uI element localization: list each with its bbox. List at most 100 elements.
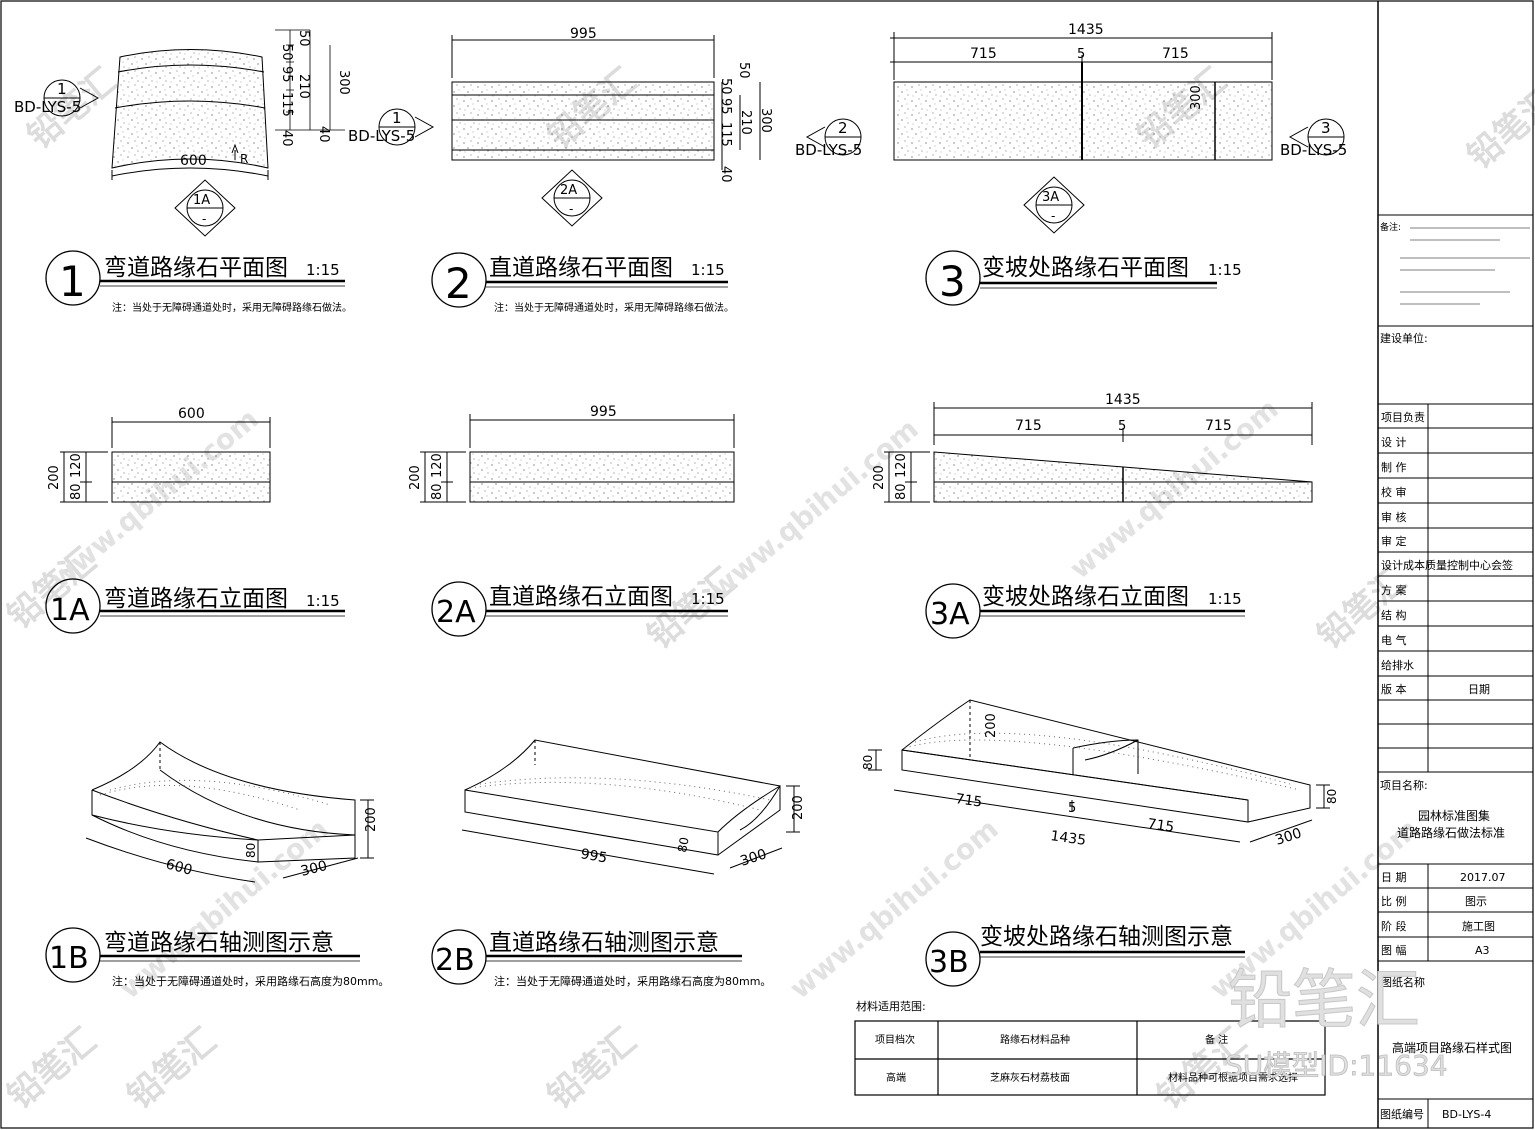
tb-project-name: 园林标准图集 [1418, 808, 1490, 823]
view-scale: 1:15 [691, 261, 725, 279]
curved-plan-drawing [111, 49, 269, 180]
tb-notes-label: 备注: [1380, 221, 1401, 233]
view-title-2 [431, 252, 728, 308]
tb-meta-key: 图 幅 [1381, 944, 1407, 957]
view-number: 2A [436, 595, 476, 630]
watermark-brand: 铅笔汇 [0, 1021, 104, 1117]
dim-210: 210 [296, 74, 311, 99]
dim-length: 995 [579, 846, 608, 866]
tb-client-label: 建设单位: [1380, 331, 1428, 345]
view-scale: 1:15 [306, 592, 340, 610]
dim-715: 715 [1162, 46, 1189, 62]
watermark-url: www.qbihui.com [783, 812, 1004, 1005]
dim-length: 600 [178, 406, 205, 422]
view-title-3 [925, 250, 1217, 306]
dim-120: 120 [69, 453, 84, 478]
watermark-brand: 铅笔汇 [540, 1021, 644, 1117]
tb-date-col: 日期 [1468, 683, 1490, 696]
dim-length: 995 [570, 26, 597, 42]
dim-80: 80 [861, 755, 875, 770]
view-title: 变坡处路缘石轴测图示意 [980, 924, 1233, 950]
view-scale: 1:15 [1208, 590, 1242, 608]
dim-115: 115 [279, 92, 294, 117]
tb-role: 校 审 [1381, 485, 1407, 499]
view-title: 直道路缘石轴测图示意 [489, 930, 719, 956]
dim-300: 300 [299, 858, 329, 880]
tb-project-name: 道路路缘石做法标准 [1397, 825, 1505, 840]
tb-cosign: 设计成本质量控制中心会签 [1381, 558, 1513, 572]
view-title-3a [925, 583, 1245, 639]
materials-header: 路缘石材料品种 [1000, 1033, 1070, 1046]
dim-total: 1435 [1068, 22, 1104, 38]
view-title: 变坡处路缘石立面图 [982, 584, 1189, 610]
view-title: 变坡处路缘石平面图 [982, 255, 1189, 281]
dim-80: 80 [430, 483, 445, 500]
elevation-mark-sub: - [202, 212, 206, 226]
dim-length: 600 [164, 856, 194, 878]
dim-5: 5 [1118, 419, 1126, 434]
view-title: 直道路缘石立面图 [489, 584, 673, 610]
tb-meta-key: 日 期 [1381, 871, 1407, 884]
view-number: 1A [50, 593, 90, 628]
tb-project-label: 项目名称: [1380, 778, 1428, 792]
dim-715: 715 [970, 46, 997, 62]
elevation-mark-sub: - [1051, 209, 1055, 223]
dim-120: 120 [894, 453, 909, 478]
view-note: 注：当处于无障碍通道处时，采用路缘石高度为80mm。 [494, 974, 771, 988]
view-title: 弯道路缘石平面图 [104, 255, 288, 281]
ramp-axonometric-drawing [868, 699, 1330, 843]
view-title-2a [431, 581, 728, 637]
dim-300: 300 [1189, 85, 1204, 110]
dim-200: 200 [408, 465, 423, 490]
dim-200: 200 [791, 795, 806, 820]
dim-50: 50 [279, 44, 294, 61]
tb-role: 审 核 [1381, 510, 1407, 524]
dim-80: 80 [244, 843, 258, 858]
view-scale: 1:15 [306, 261, 340, 279]
tb-discipline: 结 构 [1381, 608, 1407, 622]
view-scale: 1:15 [1208, 261, 1242, 279]
tb-drawing-no-label: 图纸编号 [1380, 1107, 1424, 1121]
dim-210: 210 [738, 110, 753, 135]
section-mark-ref: BD-LYS-5 [795, 141, 862, 159]
dim-50: 50 [736, 62, 751, 79]
dim-5: 5 [1068, 801, 1076, 816]
materials-header: 项目档次 [875, 1033, 915, 1046]
dim-80: 80 [894, 483, 909, 500]
view-scale: 1:15 [691, 590, 725, 608]
dim-200: 200 [364, 807, 379, 832]
dim-715: 715 [954, 791, 983, 811]
dim-715: 715 [1205, 418, 1232, 434]
dim-200: 200 [872, 465, 887, 490]
dim-115: 115 [718, 122, 733, 147]
section-mark-ref: BD-LYS-5 [14, 98, 81, 116]
curved-axonometric-drawing [85, 741, 374, 883]
tb-notes-lines [1400, 227, 1530, 305]
tb-meta-value: 图示 [1465, 895, 1487, 908]
dim-200: 200 [47, 465, 62, 490]
view-number: 3 [939, 257, 966, 306]
materials-cell: 芝麻灰石材荔枝面 [990, 1071, 1070, 1084]
dim-300: 300 [738, 846, 768, 869]
view-note: 注：当处于无障碍通道处时，采用无障碍路缘石做法。 [494, 301, 734, 314]
dim-200: 200 [984, 713, 999, 738]
elevation-mark-3a [1023, 176, 1085, 234]
watermark-brand-large: 铅笔汇 [1228, 964, 1420, 1038]
view-number: 3B [929, 945, 969, 980]
elevation-mark-2a [541, 169, 603, 227]
dim-5: 5 [1077, 47, 1085, 62]
dim-80: 80 [675, 836, 691, 853]
tb-meta-value: 施工图 [1462, 920, 1495, 933]
tb-drawing-name: 高端项目路缘石样式图 [1392, 1040, 1512, 1055]
view-title: 直道路缘石平面图 [489, 255, 673, 281]
section-mark-2 [378, 108, 435, 146]
tb-discipline: 方 案 [1381, 583, 1407, 597]
brand-watermark: 铅笔汇 SU模型ID:11634 [1225, 964, 1448, 1083]
elevation-mark-num: 3A [1042, 190, 1059, 205]
view-number: 2 [445, 259, 472, 308]
dim-total: 1435 [1049, 828, 1087, 849]
elevation-mark-num: 1A [193, 193, 210, 208]
dim-curve-length: 600 [180, 153, 207, 169]
section-mark-num: 2 [838, 119, 848, 137]
